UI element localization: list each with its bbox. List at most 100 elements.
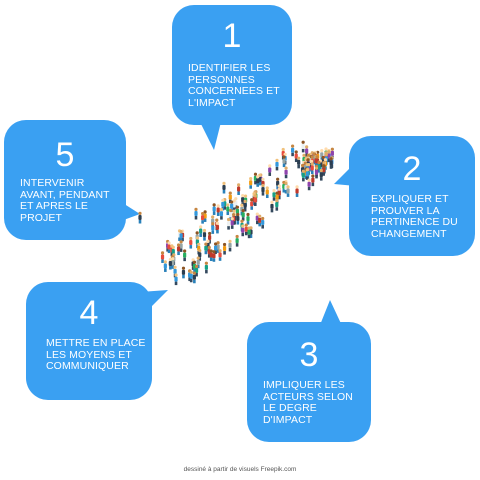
crowd-person	[255, 212, 259, 225]
crowd-person	[294, 150, 298, 163]
crowd-person	[216, 204, 220, 216]
crowd-person	[275, 198, 279, 211]
crowd-person	[319, 168, 323, 181]
crowd-person	[192, 260, 197, 273]
crowd-person	[320, 149, 324, 161]
crowd-person	[246, 212, 250, 225]
crowd-person	[244, 223, 248, 236]
step-2-bubble: 2 EXPLIQUER ET PROUVER LA PERTINENCE DU …	[349, 136, 475, 256]
crowd-person	[253, 194, 257, 206]
crowd-person	[305, 145, 309, 157]
crowd-person	[276, 177, 280, 190]
crowd-person	[236, 212, 240, 225]
crowd-person	[219, 207, 224, 220]
crowd-person	[183, 249, 187, 262]
crowd-person	[213, 242, 218, 255]
crowd-person	[216, 241, 220, 253]
crowd-person	[286, 185, 290, 197]
crowd-person	[243, 199, 247, 212]
crowd-person	[301, 140, 305, 153]
crowd-person	[237, 183, 241, 195]
crowd-person	[258, 214, 262, 227]
crowd-person	[284, 166, 288, 179]
crowd-person	[329, 157, 333, 169]
step-5-bubble: 5 INTERVENIR AVANT, PENDANT ET APRES LE …	[4, 120, 126, 240]
crowd-person	[212, 250, 216, 262]
crowd-person	[249, 177, 253, 189]
crowd-person	[291, 144, 295, 157]
crowd-person	[174, 273, 178, 286]
crowd-person	[201, 211, 205, 224]
crowd-person	[228, 239, 232, 252]
crowd-person	[194, 207, 198, 220]
crowd-person	[307, 178, 311, 191]
crowd-person	[314, 166, 319, 179]
step-2-text: EXPLIQUER ET PROUVER LA PERTINENCE DU CH…	[371, 193, 458, 240]
crowd-person	[204, 242, 208, 255]
crowd-person	[247, 226, 251, 239]
crowd-person	[218, 249, 222, 261]
step-5-number: 5	[55, 136, 75, 174]
step-2-number: 2	[402, 150, 422, 188]
crowd-person	[212, 203, 216, 215]
crowd-person	[222, 181, 226, 194]
crowd-person	[261, 183, 265, 196]
crowd-person	[241, 208, 245, 221]
crowd-person	[230, 217, 234, 229]
step-5-text: INTERVENIR AVANT, PENDANT ET APRES LE PR…	[20, 177, 110, 224]
crowd-person	[327, 150, 331, 163]
step-1-bubble: 1 IDENTIFIER LES PERSONNES CONCERNEES ET…	[172, 5, 292, 125]
crowd-person	[203, 210, 207, 222]
crowd-person	[261, 216, 265, 229]
crowd-person	[202, 228, 207, 241]
bubble-1-tail	[198, 118, 222, 150]
step-1-text: IDENTIFIER LES PERSONNES CONCERNEES ET L…	[188, 62, 280, 109]
step-3-text: IMPLIQUER LES ACTEURS SELON LE DEGRE D'I…	[263, 379, 353, 426]
crowd-person	[211, 222, 215, 234]
crowd-person	[282, 155, 286, 168]
crowd-person	[189, 270, 193, 283]
crowd-person	[179, 240, 183, 252]
crowd-person	[222, 242, 227, 255]
crowd-person	[160, 251, 165, 263]
step-4-number: 4	[79, 294, 99, 332]
crowd-person	[270, 200, 274, 213]
crowd-person	[277, 187, 281, 200]
crowd-person	[189, 236, 193, 249]
crowd-person	[265, 186, 269, 199]
step-1-number: 1	[222, 17, 242, 55]
crowd-person	[198, 249, 202, 261]
crowd-person	[301, 169, 305, 182]
crowd-person	[226, 217, 231, 230]
step-3-bubble: 3 IMPLIQUER LES ACTEURS SELON LE DEGRE D…	[247, 322, 371, 442]
crowd-person	[163, 260, 167, 272]
crowd-person	[232, 199, 236, 211]
crowd-person	[209, 249, 213, 262]
crowd-person	[297, 156, 301, 169]
crowd-person	[322, 164, 326, 176]
crowd-person	[192, 271, 196, 284]
crowd-person	[235, 234, 239, 247]
crowd-person	[250, 198, 254, 210]
crowd-person	[305, 168, 309, 180]
crowd-person	[215, 221, 220, 234]
image-credit: dessiné à partir de visuels Freepik.com	[183, 466, 297, 473]
crowd-person	[168, 257, 172, 270]
crowd-person	[272, 189, 276, 201]
crowd-person	[221, 198, 225, 211]
crowd-person	[317, 160, 321, 173]
crowd-person	[275, 158, 279, 171]
crowd-person	[181, 266, 186, 279]
crowd-person	[204, 261, 208, 274]
crowd-person	[171, 257, 175, 269]
crowd-person	[226, 203, 230, 216]
crowd-person	[208, 231, 212, 244]
crowd-person	[268, 164, 272, 176]
crowd-person	[295, 185, 299, 197]
crowd-person	[310, 162, 314, 175]
crowd-person	[196, 256, 200, 269]
crowd-person	[179, 230, 183, 242]
crowd-person	[241, 224, 245, 237]
step-4-text: METTRE EN PLACE LES MOYENS ET COMMUNIQUE…	[46, 337, 146, 372]
